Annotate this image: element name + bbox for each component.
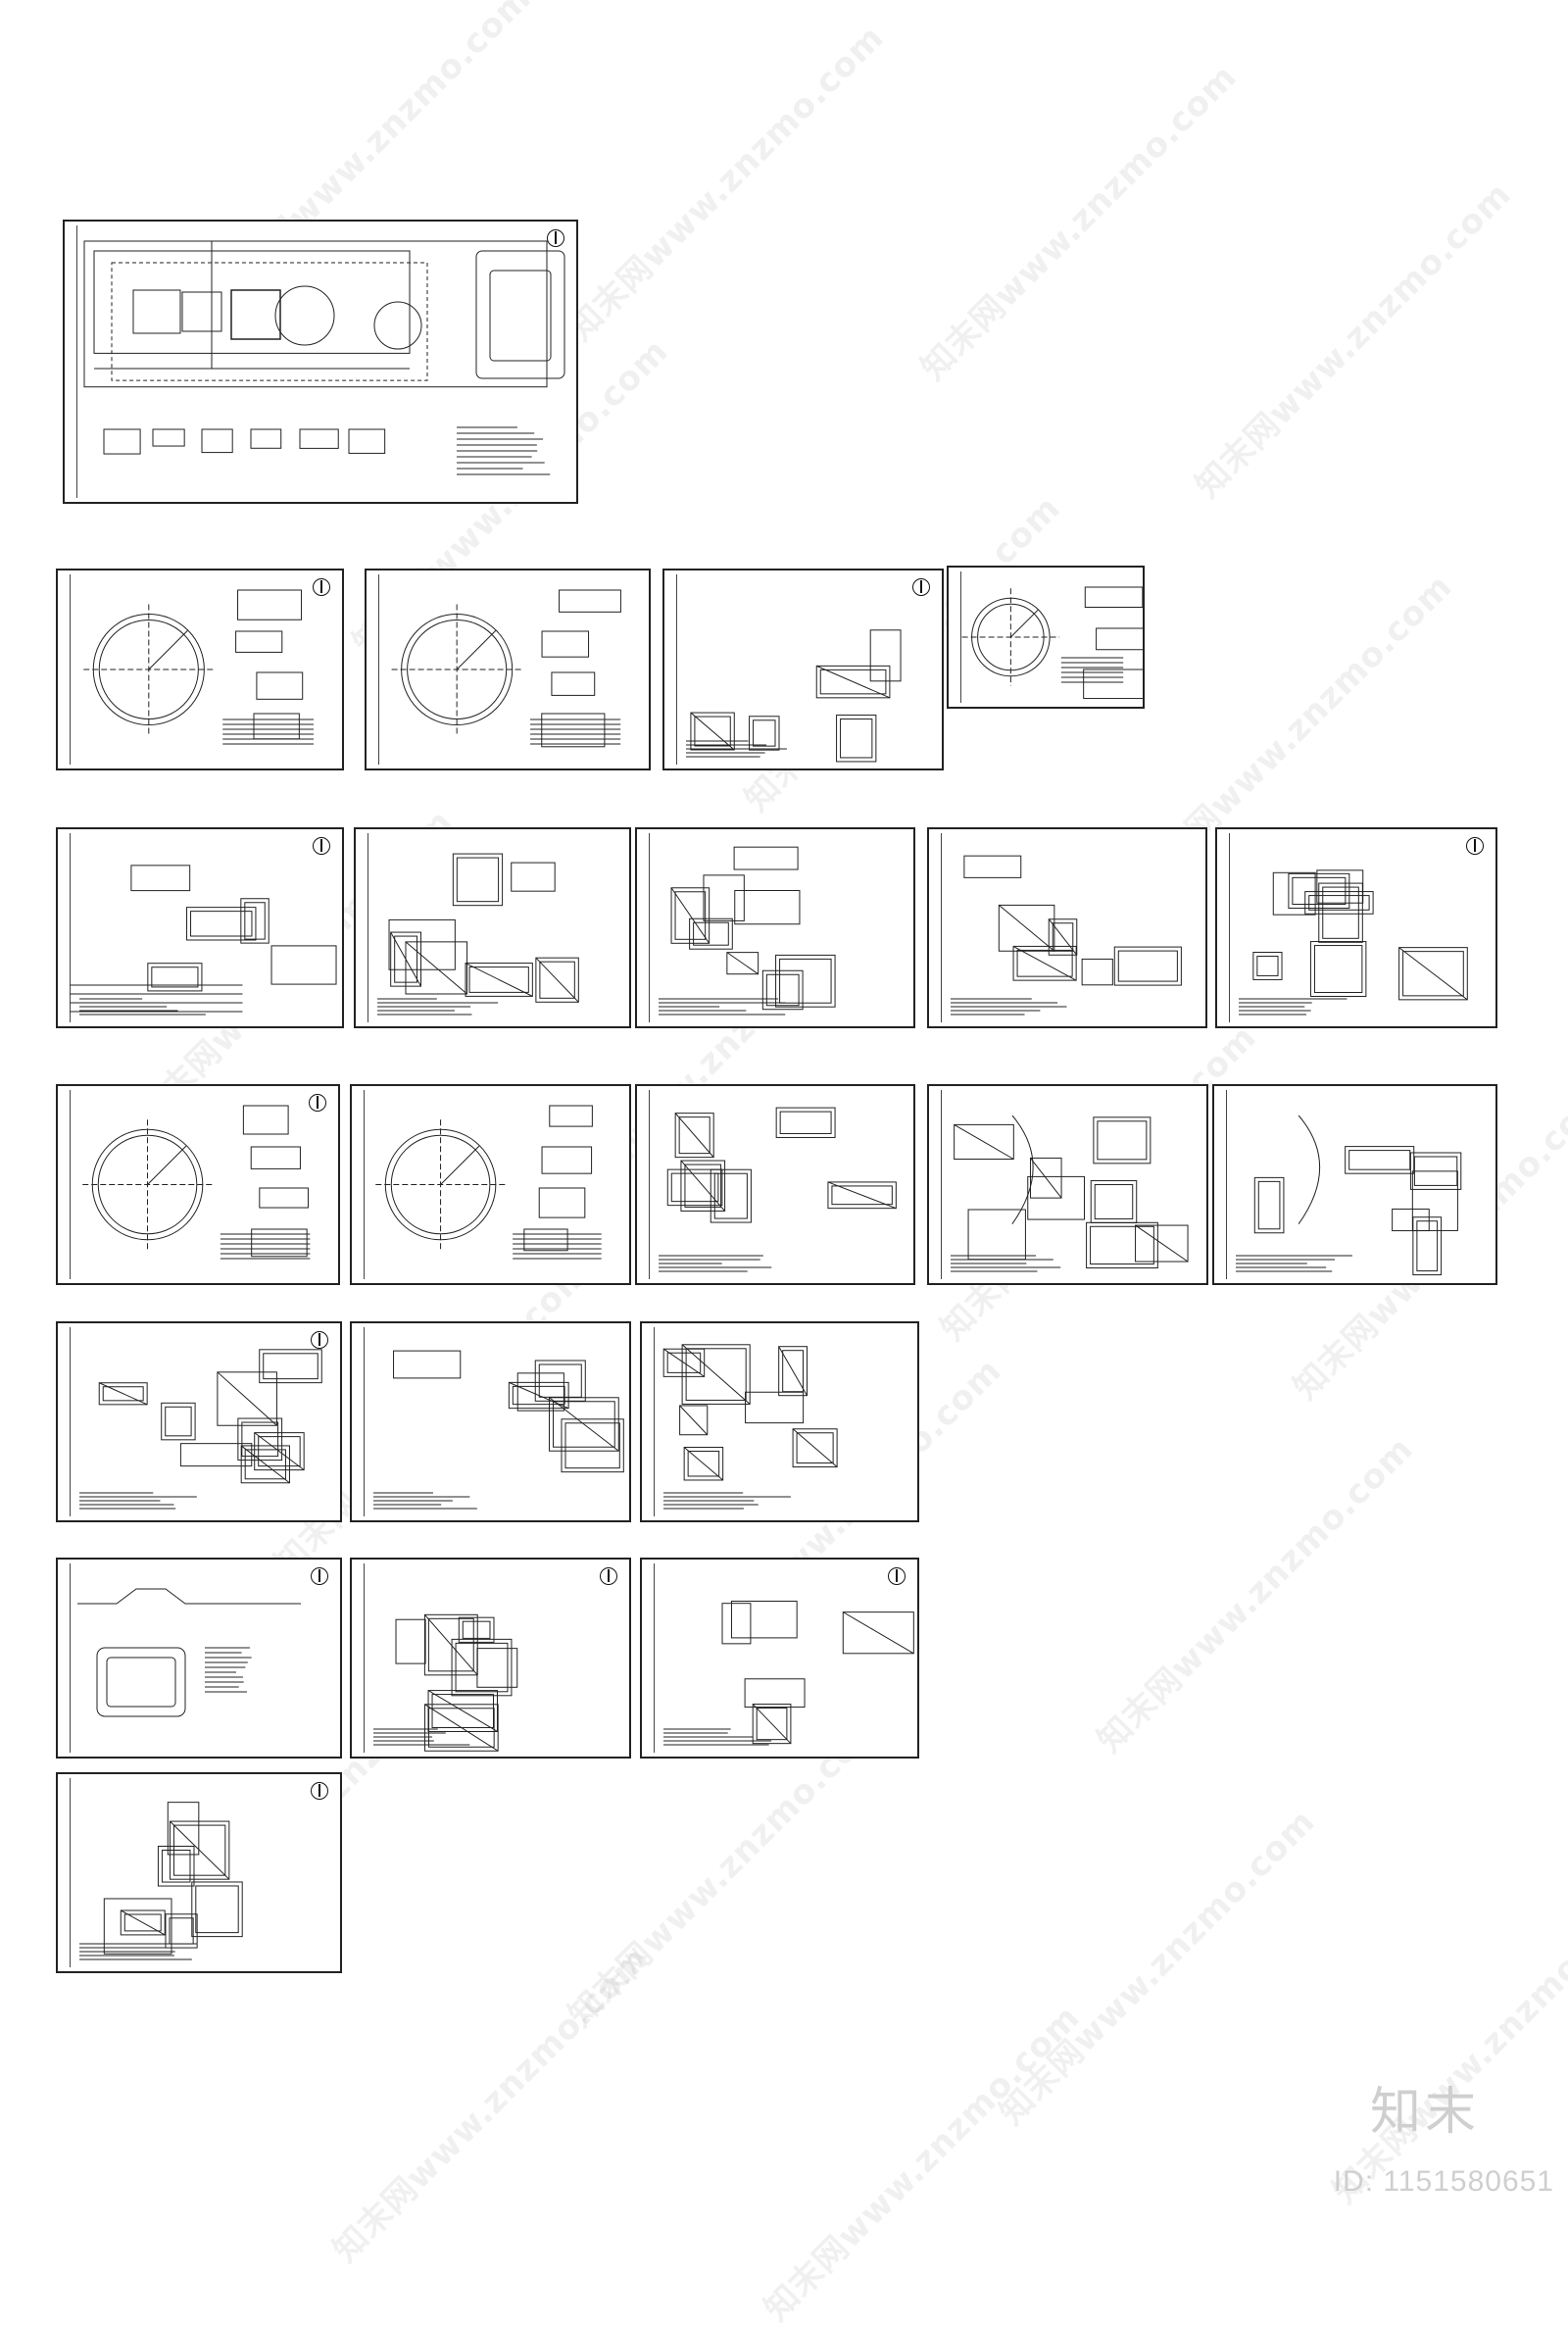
- north-arrow-icon: [313, 578, 330, 596]
- watermark-text: 知末网www.znzmo.com: [757, 1998, 1088, 2329]
- cad-drawing: [83, 240, 565, 475]
- north-arrow-icon: [311, 1782, 328, 1800]
- cad-drawing: [82, 1105, 311, 1260]
- drawing-sheet: [56, 1558, 342, 1759]
- image-id-label: ID: 1151580651: [1333, 2165, 1554, 2198]
- cad-drawing: [1236, 1115, 1462, 1276]
- title-block-strip: [646, 1563, 655, 1753]
- drawing-sheet: [56, 1084, 340, 1285]
- title-block-strip: [62, 1563, 71, 1753]
- cad-drawing: [1239, 869, 1468, 1016]
- title-block-strip: [641, 1090, 650, 1279]
- drawing-sheet: [365, 569, 651, 770]
- title-block-strip: [62, 833, 71, 1022]
- drawing-sheet: [350, 1558, 631, 1759]
- drawing-sheet: [56, 569, 344, 770]
- north-arrow-icon: [600, 1567, 617, 1585]
- cad-drawing: [662, 1344, 838, 1510]
- drawing-sheet: [662, 569, 944, 770]
- drawing-sheet: [640, 1558, 919, 1759]
- cad-drawing: [659, 846, 836, 1016]
- drawing-sheet: [635, 827, 915, 1028]
- cad-drawing: [375, 1105, 602, 1260]
- title-block-strip: [356, 1090, 365, 1279]
- cad-drawing: [373, 1350, 624, 1510]
- cad-drawing: [77, 1588, 301, 1717]
- watermark-text: 知末网www.znzmo.com: [1188, 174, 1519, 506]
- cad-drawing: [79, 1349, 322, 1510]
- cad-drawing: [961, 586, 1143, 700]
- title-block-strip: [62, 1778, 71, 1967]
- north-arrow-icon: [547, 229, 564, 247]
- title-block-strip: [953, 571, 961, 703]
- drawing-sheet: [640, 1321, 919, 1522]
- cad-drawing: [373, 1613, 518, 1752]
- cad-drawing: [951, 855, 1182, 1016]
- title-block-strip: [356, 1563, 365, 1753]
- title-block-strip: [646, 1327, 655, 1516]
- north-arrow-icon: [1466, 837, 1484, 855]
- cad-drawing: [663, 1600, 914, 1746]
- north-arrow-icon: [313, 837, 330, 855]
- title-block-strip: [668, 574, 677, 765]
- drawing-sheet: [947, 566, 1145, 709]
- north-arrow-icon: [912, 578, 930, 596]
- drawing-sheet: [350, 1084, 631, 1285]
- drawing-sheet: [927, 827, 1207, 1028]
- title-block-strip: [62, 1090, 71, 1279]
- cad-drawing: [391, 589, 621, 748]
- drawing-sheet: [1212, 1084, 1497, 1285]
- title-block-strip: [1218, 1090, 1227, 1279]
- cad-drawing: [951, 1115, 1189, 1272]
- drawing-sheet: [56, 1321, 342, 1522]
- title-block-strip: [1221, 833, 1230, 1022]
- cad-drawing: [659, 1107, 897, 1272]
- watermark-text: 知末网www.znzmo.com: [1090, 1429, 1421, 1760]
- drawing-sheet: [635, 1084, 915, 1285]
- title-block-strip: [933, 833, 942, 1022]
- drawing-sheet: [354, 827, 631, 1028]
- drawing-sheet: [56, 827, 344, 1028]
- drawing-sheet: [1215, 827, 1497, 1028]
- title-block-strip: [370, 574, 379, 765]
- title-block-strip: [69, 225, 77, 498]
- watermark-text: 知末网www.znzmo.com: [992, 1802, 1323, 2133]
- title-block-strip: [62, 1327, 71, 1516]
- north-arrow-icon: [311, 1331, 328, 1349]
- drawing-sheet: [56, 1772, 342, 1973]
- title-block-strip: [356, 1327, 365, 1516]
- cad-drawing: [70, 865, 337, 1016]
- north-arrow-icon: [309, 1094, 326, 1112]
- brand-logo: 知末: [1369, 2083, 1480, 2142]
- watermark-text: 知末网www.znzmo.com: [561, 18, 892, 349]
- cad-drawing: [83, 589, 314, 745]
- title-block-strip: [641, 833, 650, 1022]
- watermark-text: 知末网www.znzmo.com: [1325, 1880, 1568, 2211]
- drawing-sheet: [350, 1321, 631, 1522]
- drawing-sheet: [927, 1084, 1208, 1285]
- title-block-strip: [62, 574, 71, 765]
- north-arrow-icon: [311, 1567, 328, 1585]
- cad-drawing: [686, 629, 902, 763]
- cad-drawing: [377, 853, 579, 1016]
- drawing-sheet-site-plan: [63, 220, 578, 504]
- title-block-strip: [933, 1090, 942, 1279]
- cad-drawing: [79, 1802, 243, 1960]
- title-block-strip: [360, 833, 368, 1022]
- north-arrow-icon: [888, 1567, 906, 1585]
- watermark-text: 知末网www.znzmo.com: [913, 57, 1245, 388]
